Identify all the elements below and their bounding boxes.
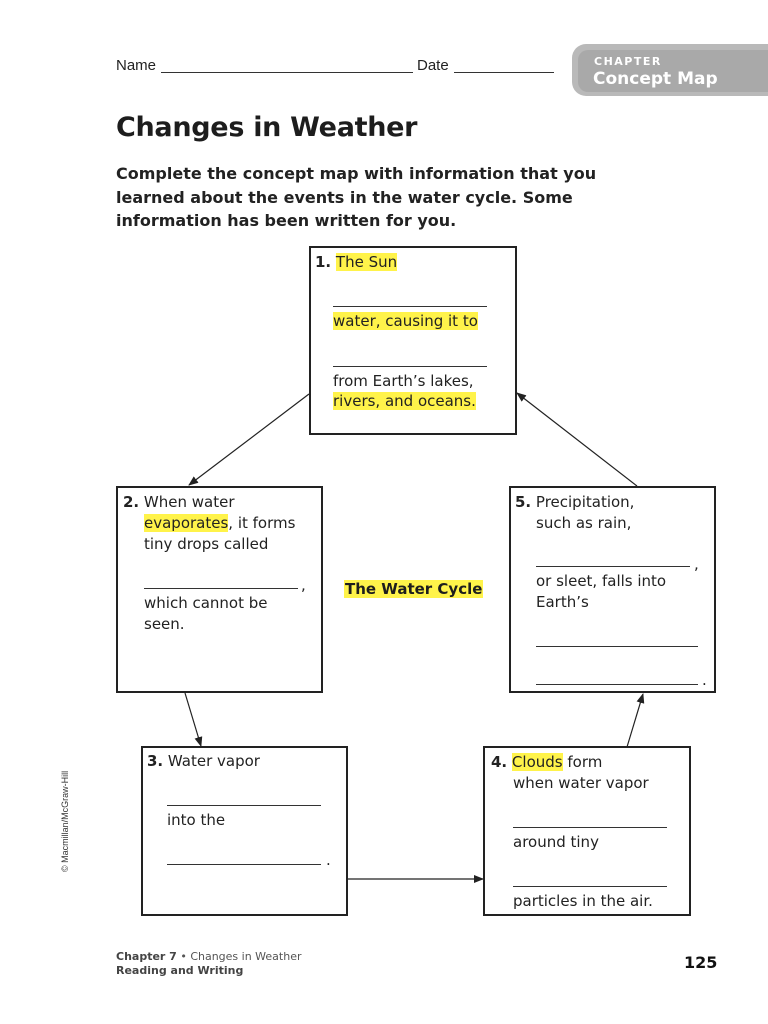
- box5-blank-1[interactable]: [536, 566, 690, 567]
- box5-line2: such as rain,: [536, 514, 632, 532]
- arrow-2-to-3: [184, 692, 203, 747]
- box4-line4: particles in the air.: [513, 892, 653, 910]
- box4-line1-rest: form: [562, 753, 603, 771]
- box5-line4: Earth’s: [536, 593, 589, 611]
- date-label: Date: [417, 57, 449, 74]
- box2-blank-1[interactable]: [144, 588, 298, 589]
- box5-period: .: [702, 671, 707, 689]
- box2-line4: which cannot be: [144, 594, 268, 612]
- box1-number: 1.: [315, 253, 332, 271]
- date-blank[interactable]: [454, 72, 554, 73]
- arrow-4-to-5: [626, 693, 645, 748]
- page-number: 125: [684, 953, 718, 972]
- chapter-big-label: Concept Map: [593, 69, 718, 89]
- name-blank[interactable]: [161, 72, 413, 73]
- box5-line1: 5. Precipitation,: [515, 492, 634, 512]
- box2-line1: 2. When water: [123, 492, 235, 512]
- page-title: Changes in Weather: [116, 112, 418, 143]
- chapter-tab-inner: [578, 50, 768, 92]
- box3-blank-1[interactable]: [167, 805, 321, 806]
- footer-chapter-number: Chapter 7: [116, 950, 177, 963]
- copyright-notice: © Macmillan/McGraw-Hill: [60, 770, 70, 872]
- box1-line4-text: rivers, and oceans.: [333, 392, 476, 410]
- box3-line2: into the: [167, 811, 226, 829]
- box5-line3: or sleet, falls into: [536, 572, 667, 590]
- box2-line5: seen.: [144, 615, 185, 633]
- box4-highlight: Clouds: [511, 753, 563, 771]
- box1-line4: rivers, and oceans.: [333, 391, 476, 411]
- footer-chapter: Chapter 7 • Changes in Weather: [116, 950, 302, 963]
- water-cycle-label: The Water Cycle: [344, 580, 484, 599]
- intro-line: learned about the events in the water cy…: [116, 187, 573, 207]
- box2-comma: ,: [301, 576, 306, 594]
- box2-highlight: evaporates: [144, 514, 229, 532]
- box1-line3: from Earth’s lakes,: [333, 372, 474, 390]
- footer-chapter-title: Changes in Weather: [190, 950, 302, 963]
- footer-bullet: •: [176, 950, 191, 963]
- box3-number: 3.: [147, 752, 164, 770]
- box4-line1: 4. Clouds form: [491, 752, 602, 772]
- chapter-small-label: CHAPTER: [594, 55, 662, 68]
- box2-line2: evaporates, it forms: [144, 513, 295, 533]
- concept-box-4: [483, 746, 691, 916]
- footer-subtitle: Reading and Writing: [116, 964, 244, 977]
- box4-line3: around tiny: [513, 833, 599, 851]
- box2-line2-rest: , it forms: [228, 514, 296, 532]
- box3-line1: 3. Water vapor: [147, 751, 260, 771]
- arrow-5-to-1: [516, 392, 638, 487]
- box2-number: 2.: [123, 493, 140, 511]
- concept-box-3: [141, 746, 348, 916]
- box4-blank-1[interactable]: [513, 827, 667, 828]
- box1-line2: water, causing it to: [333, 311, 478, 331]
- name-label: Name: [116, 57, 157, 74]
- box2-line1-text: When water: [143, 493, 235, 511]
- box5-blank-3[interactable]: [536, 684, 698, 685]
- box5-line1-text: Precipitation,: [535, 493, 635, 511]
- box3-line1-text: Water vapor: [167, 752, 260, 770]
- box3-blank-2[interactable]: [167, 864, 321, 865]
- intro-text: Complete the concept map with informatio…: [116, 162, 616, 233]
- box1-line2-text: water, causing it to: [333, 312, 478, 330]
- box1-blank-1[interactable]: [333, 306, 487, 307]
- box4-blank-2[interactable]: [513, 886, 667, 887]
- box1-blank-2[interactable]: [333, 366, 487, 367]
- box5-comma: ,: [694, 555, 699, 573]
- box4-line2: when water vapor: [513, 774, 649, 792]
- box2-line3: tiny drops called: [144, 535, 269, 553]
- box1-line1: 1. The Sun: [315, 252, 398, 272]
- intro-line: information has been written for you.: [116, 211, 457, 230]
- box5-blank-2[interactable]: [536, 646, 698, 647]
- water-cycle-label-text: The Water Cycle: [344, 580, 484, 598]
- intro-line: Complete the concept map with informatio…: [116, 164, 597, 183]
- concept-box-5: [509, 486, 716, 693]
- box3-period: .: [326, 851, 331, 869]
- arrow-1-to-2: [188, 393, 310, 486]
- box4-number: 4.: [491, 753, 508, 771]
- box5-number: 5.: [515, 493, 532, 511]
- box1-highlight: The Sun: [335, 253, 398, 271]
